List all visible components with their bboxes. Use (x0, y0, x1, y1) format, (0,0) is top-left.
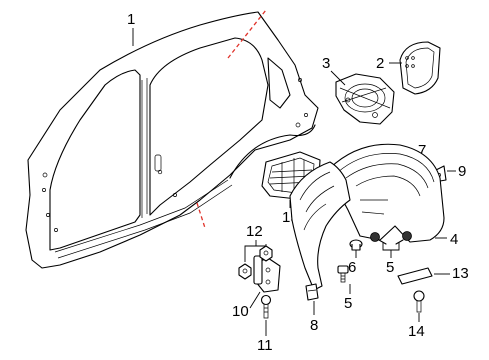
wheelhouse-liner-front[interactable] (289, 161, 351, 291)
wheelhouse-liner[interactable] (329, 143, 445, 243)
callout-7: 7 (418, 142, 426, 159)
fuel-filler-door[interactable] (399, 41, 441, 95)
leader-10 (249, 291, 261, 309)
callout-2: 2 (376, 55, 384, 72)
callout-8: 8 (310, 317, 318, 334)
bracket-10[interactable] (253, 255, 281, 293)
callout-14: 14 (408, 323, 425, 340)
body-side-panel[interactable] (25, 11, 319, 269)
bracket-12 (244, 240, 267, 262)
callout-6: 6 (348, 259, 356, 276)
bracket-5 (382, 242, 400, 258)
fuel-filler-housing[interactable] (335, 73, 395, 125)
callout-5-lower: 5 (344, 295, 352, 312)
fastener-5-upper-right[interactable] (395, 231, 412, 245)
trim-strip-13[interactable] (397, 267, 433, 285)
nut-12-left[interactable] (238, 263, 252, 280)
bolt-5-lower[interactable] (337, 265, 349, 283)
callout-4: 4 (450, 231, 458, 248)
cut-line-sill (196, 202, 206, 229)
callout-10: 10 (232, 303, 249, 320)
cut-line-roof (227, 9, 267, 59)
callout-3: 3 (322, 55, 330, 72)
leader-3 (330, 70, 346, 86)
bolt-11[interactable] (260, 294, 272, 319)
callout-11: 11 (257, 337, 273, 354)
screw-14[interactable] (413, 290, 425, 313)
plug-6[interactable] (349, 239, 363, 251)
callout-9: 9 (458, 163, 466, 180)
callout-5-upper: 5 (386, 259, 394, 276)
callout-13: 13 (452, 265, 469, 282)
callout-1: 1 (127, 11, 135, 28)
callout-12-label: 12 (246, 223, 263, 240)
fastener-5-upper-left[interactable] (370, 232, 387, 245)
nut-12-right[interactable] (259, 245, 273, 262)
clip-8[interactable] (305, 283, 319, 301)
